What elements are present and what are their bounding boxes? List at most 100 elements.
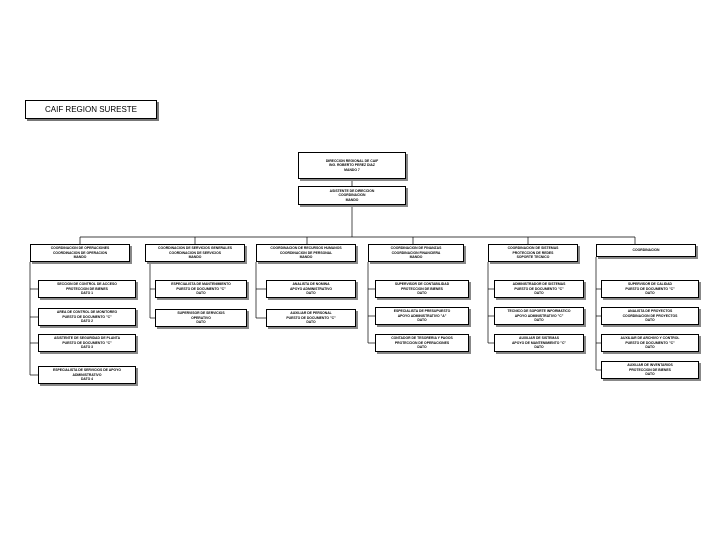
node-line: DATO (645, 291, 655, 296)
position-node: ESPECIALISTA DE SERVICIOS DE APOYO ADMIN… (38, 366, 136, 384)
node-line: ANALISTA DE NOMINA (292, 282, 330, 287)
node-line: SECCION DE CONTROL DE ACCESO (57, 282, 117, 287)
node-line: PUESTO DE DOCUMENTO "C" (625, 286, 675, 291)
position-node: AUXILIAR DE PERSONAL PUESTO DE DOCUMENTO… (266, 309, 356, 327)
node-line: PUESTO DE DOCUMENTO "C" (62, 340, 112, 345)
node-line: DATO (417, 345, 427, 350)
node-line: ADMINISTRATIVO (72, 372, 102, 377)
node-line: AUXILIAR DE ARCHIVO Y CONTROL (620, 336, 680, 341)
node-line: APOYO ADMINISTRATIVO "A" (397, 313, 447, 318)
node-line: APOYO DE MANTENIMIENTO "C" (511, 340, 566, 345)
position-node: ADMINISTRADOR DE SISTEMAS PUESTO DE DOCU… (494, 280, 584, 298)
position-node: TECNICO DE SOPORTE INFORMATICO APOYO ADM… (494, 307, 584, 325)
node-line: OPERATIVO (191, 315, 211, 320)
node-line: APOYO ADMINISTRATIVO "C" (514, 313, 564, 318)
node-line: ESPECIALISTA DE SERVICIOS DE APOYO (52, 368, 121, 373)
node-line: ASISTENTE DE SEGURIDAD DE PLANTA (53, 336, 121, 341)
node-line: AUXILIAR DE SISTEMAS (519, 336, 559, 341)
node-line: DATO (534, 318, 544, 323)
position-node: ANALISTA DE NOMINA APOYO ADMINISTRATIVO … (266, 280, 356, 298)
node-line: COORDINACION DE SISTEMAS (507, 246, 559, 251)
node-line: DATO (417, 318, 427, 323)
node-line: DATO (306, 320, 316, 325)
node-line: COORDINACION DE SERVICIOS GENERALES (158, 246, 232, 251)
node-line: MANDO (299, 255, 313, 260)
node-line: CONTADOR DE TESORERIA Y PAGOS (391, 336, 453, 341)
node-line: ING. ROBERTO PEREZ DIAZ (329, 163, 375, 168)
node-line: COORDINACION DE PERSONAL (279, 250, 333, 255)
node-line: MANDO (73, 255, 87, 260)
node-line: DATO (645, 372, 655, 377)
position-node: SUPERVISOR DE CONTABILIDAD PROTECCION DE… (375, 280, 469, 298)
node-line: PROTECCION DE BIENES (66, 286, 108, 291)
node-line: PUESTO DE DOCUMENTO "C" (176, 286, 226, 291)
node-line: COORDINACION DE RECURSOS HUMANOS (270, 246, 342, 251)
node-line: COORDINACION DE SERVICIOS (169, 250, 221, 255)
node-line: SUPERVISOR DE CALIDAD (627, 282, 673, 287)
node-line: DATO (196, 291, 206, 296)
position-node: CONTADOR DE TESORERIA Y PAGOS PROTECCION… (375, 334, 469, 352)
position-node: ESPECIALISTA DE PRESUPUESTO APOYO ADMINI… (375, 307, 469, 325)
node-line: MANDO (345, 197, 359, 202)
node-line: ADMINISTRADOR DE SISTEMAS (512, 282, 566, 287)
department-head-2: COORDINACION DE SERVICIOS GENERALES COOR… (145, 244, 245, 262)
node-line: PROTECCION DE BIENES (629, 367, 671, 372)
node-line: DATO (534, 291, 544, 296)
node-line: DATO 4 (80, 377, 94, 382)
node-line: TECNICO DE SOPORTE INFORMATICO (507, 309, 571, 314)
node-line: SOPORTE TECNICO (516, 255, 550, 260)
node-line: PUESTO DE DOCUMENTO "C" (62, 314, 112, 319)
node-line: APOYO ADMINISTRATIVO (289, 286, 332, 291)
node-line: PUESTO DE DOCUMENTO "C" (625, 340, 675, 345)
node-line: COORDINACION FINANCIERA (391, 250, 441, 255)
department-head-1: COORDINACION DE OPERACIONES COORDINACION… (30, 244, 130, 262)
node-line: AUXILIAR DE INVENTARIOS (627, 363, 673, 368)
node-line: AUXILIAR DE PERSONAL (290, 311, 332, 316)
node-line: PUESTO DE DOCUMENTO "C" (286, 315, 336, 320)
node-line: DATO (645, 318, 655, 323)
department-head-6: COORDINACION (596, 244, 696, 257)
node-line: COORDINACION (338, 193, 366, 198)
node-line: PROTECCION DE OPERACIONES (394, 340, 450, 345)
position-node: AUXILIAR DE SISTEMAS APOYO DE MANTENIMIE… (494, 334, 584, 352)
node-line: COORDINACION DE PROYECTOS (622, 313, 678, 318)
node-line: ASISTENTE DE DIRECCION (329, 188, 375, 193)
node-line: PUESTO DE DOCUMENTO "C" (514, 286, 564, 291)
department-head-4: COORDINACION DE FINANZAS COORDINACION FI… (368, 244, 464, 262)
position-node: AUXILIAR DE INVENTARIOS PROTECCION DE BI… (601, 361, 699, 379)
node-line: AREA DE CONTROL DE MONITOREO (56, 310, 118, 315)
position-node: ANALISTA DE PROYECTOS COORDINACION DE PR… (601, 307, 699, 325)
node-line: DATO (196, 320, 206, 325)
position-node: AREA DE CONTROL DE MONITOREO PUESTO DE D… (38, 308, 136, 326)
node-line: COORDINACION DE OPERACION (52, 250, 108, 255)
department-head-3: COORDINACION DE RECURSOS HUMANOS COORDIN… (256, 244, 356, 262)
node-line: MANDO (409, 255, 423, 260)
node-line: DIRECCION REGIONAL DE CAIF (325, 158, 379, 163)
node-line: DATO 3 (80, 345, 94, 350)
node-line: COORDINACION DE OPERACIONES (50, 246, 110, 251)
node-line: SUPERVISOR DE SERVICIOS (177, 311, 225, 316)
node-line: PROTECCION DE REDES (512, 250, 554, 255)
position-node: SECCION DE CONTROL DE ACCESO PROTECCION … (38, 280, 136, 298)
department-head-5: COORDINACION DE SISTEMAS PROTECCION DE R… (488, 244, 578, 262)
node-line: DATO (645, 345, 655, 350)
node-line: DATO (534, 345, 544, 350)
chart-title: CAIF REGION SURESTE (25, 100, 157, 119)
node-line: MANDO (188, 255, 202, 260)
secretary-node: ASISTENTE DE DIRECCION COORDINACION MAND… (298, 186, 406, 205)
position-node: ASISTENTE DE SEGURIDAD DE PLANTA PUESTO … (38, 334, 136, 352)
node-line: DATO (306, 291, 316, 296)
position-node: AUXILIAR DE ARCHIVO Y CONTROL PUESTO DE … (601, 334, 699, 352)
node-line: ANALISTA DE PROYECTOS (627, 309, 673, 314)
node-line: PROTECCION DE BIENES (401, 286, 443, 291)
director-node: DIRECCION REGIONAL DE CAIF ING. ROBERTO … (298, 152, 406, 179)
node-line: MANDO 7 (344, 167, 360, 172)
node-line: DATO 2 (80, 319, 94, 324)
position-node: ESPECIALISTA DE MANTENIMIENTO PUESTO DE … (155, 280, 247, 298)
node-line: ESPECIALISTA DE PRESUPUESTO (393, 309, 451, 314)
node-line: DATO (417, 291, 427, 296)
position-node: SUPERVISOR DE CALIDAD PUESTO DE DOCUMENT… (601, 280, 699, 298)
node-line: COORDINACION (632, 248, 660, 253)
node-line: ESPECIALISTA DE MANTENIMIENTO (171, 282, 231, 287)
